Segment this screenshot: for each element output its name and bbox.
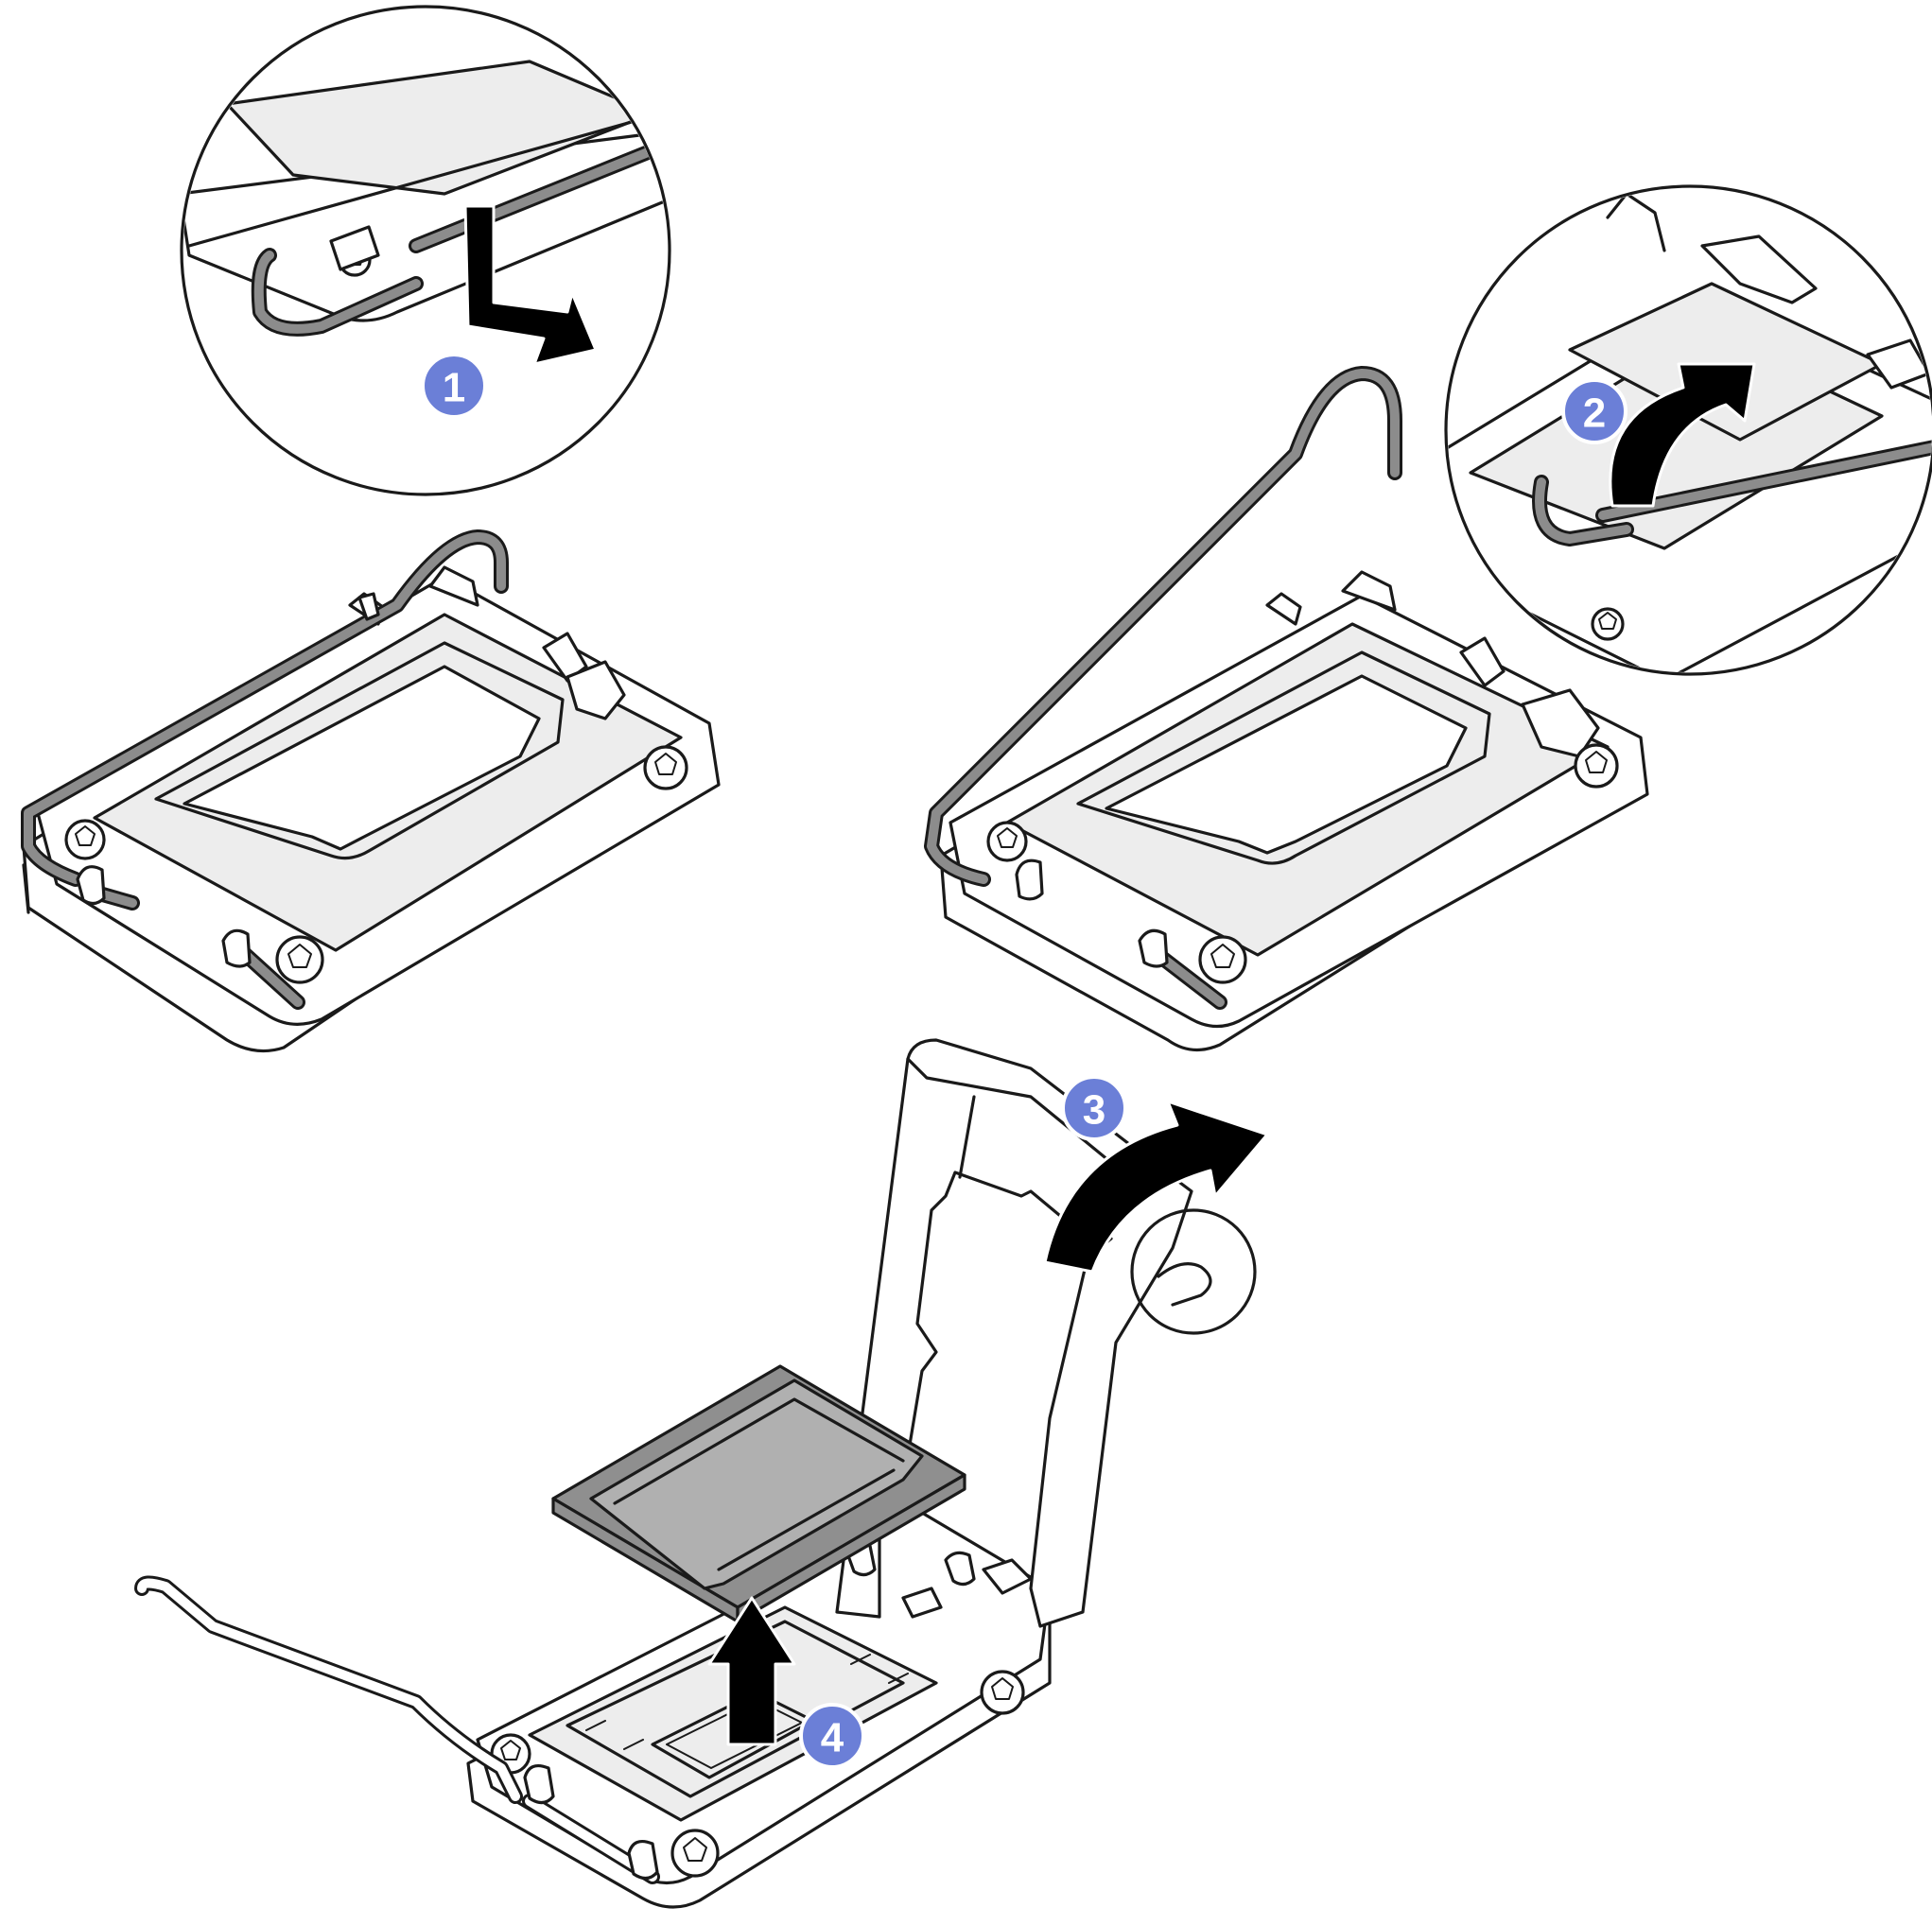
socket-closed — [21, 529, 721, 1053]
detail-zoom-1 — [180, 5, 671, 496]
step-number-1: 1 — [443, 365, 465, 411]
step-callout-2: 2 — [1561, 378, 1627, 444]
step-number-2: 2 — [1583, 390, 1606, 437]
step-callout-3: 3 — [1061, 1075, 1127, 1141]
step-callout-4: 4 — [799, 1703, 865, 1769]
push-down-arrow-icon — [463, 204, 598, 366]
rotate-up-arrow-icon — [1609, 362, 1756, 508]
lift-up-arrow-icon — [707, 1596, 796, 1746]
step-callout-1: 1 — [421, 353, 487, 419]
processor — [551, 1364, 966, 1623]
step-number-4: 4 — [821, 1715, 844, 1761]
step-number-3: 3 — [1083, 1087, 1105, 1134]
rotate-open-arrow-icon — [1043, 1100, 1269, 1274]
detail-zoom-2 — [1444, 184, 1932, 676]
socket-lever-raised — [924, 366, 1649, 1051]
